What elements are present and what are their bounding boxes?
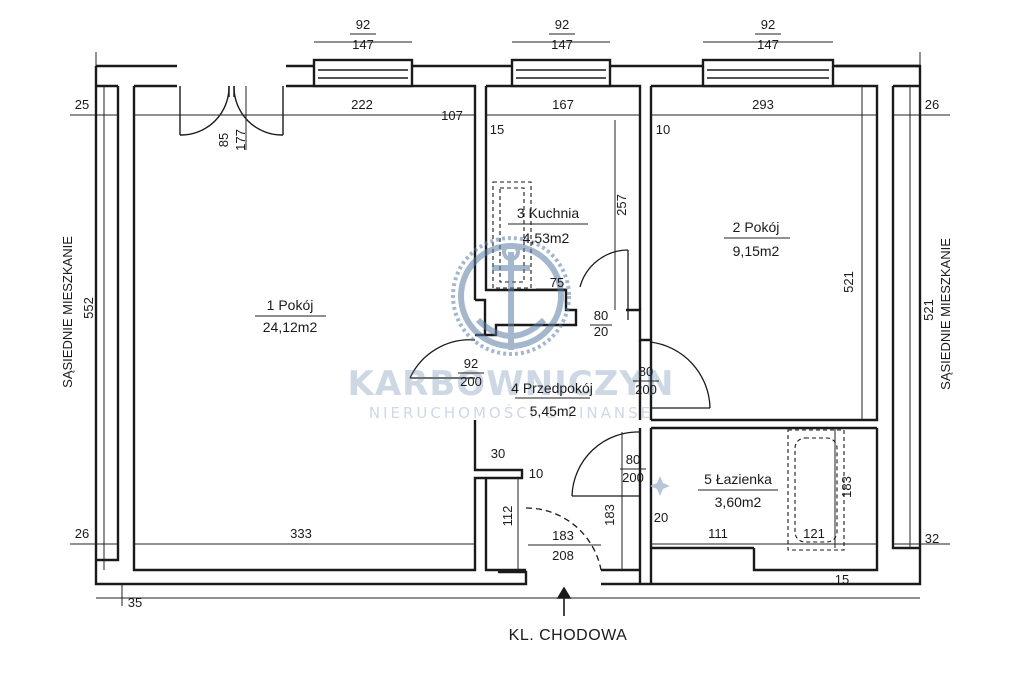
room-labels: 1 Pokój 24,12m2 2 Pokój 9,15m2 3 Kuchnia… [255,205,790,510]
dim-183-hall: 183 [602,504,617,526]
dim-333: 333 [290,526,312,541]
dim-10-mid: 10 [529,466,543,481]
dim-222: 222 [351,97,373,112]
room-5-number: 5 [704,471,712,487]
room-3-area: 4,53m2 [523,230,570,246]
dim-521-left: 521 [841,271,856,293]
room-2-area: 9,15m2 [733,243,780,259]
dim-15-top: 15 [490,122,504,137]
anchor-logo-icon [451,236,571,356]
door-bath-bottom: 200 [622,470,644,485]
door-labels: 85 177 92 200 80 200 80 20 80 200 183 20… [216,129,659,563]
watermark-subtitle: NIERUCHOMOŚCI & FINANSE [369,403,653,422]
window-3-bottom: 147 [757,37,779,52]
window-2-bottom: 147 [551,37,573,52]
room-doors [409,249,711,571]
room-5-label: 5 Łazienka 3,60m2 [698,471,778,510]
door-room2-bottom: 200 [635,382,657,397]
dim-26-bot: 26 [75,526,89,541]
dim-26-top: 26 [925,97,939,112]
dim-32: 32 [925,531,939,546]
door-entrance-top: 183 [552,528,574,543]
entrance-label: KL. CHODOWA [509,627,628,644]
dim-257: 257 [614,194,629,216]
room-3-number: 3 [517,205,525,221]
room-4-name: Przedpokój [523,380,593,396]
room-5-name: Łazienka [716,471,772,487]
dim-35: 35 [128,595,142,610]
window-labels: 92 147 92 147 92 147 [350,17,781,52]
room-1-number: 1 [267,297,275,313]
door-room1-bottom: 200 [460,374,482,389]
svg-text:2 Pokój: 2 Pokój [733,219,780,235]
window-3-top: 92 [761,17,775,32]
dim-20: 20 [654,510,668,525]
dimension-labels: 25 222 107 15 167 10 293 26 257 521 552 … [75,97,939,610]
room-4-number: 4 [511,380,519,396]
door-kitchen-bottom: 20 [594,324,608,339]
dim-167: 167 [552,97,574,112]
dim-30: 30 [491,446,505,461]
door-entrance-bottom: 208 [552,548,574,563]
balcony-door [179,85,284,136]
room-5-area: 3,60m2 [715,494,762,510]
dim-183-bath: 183 [839,476,854,498]
room-3-label: 3 Kuchnia 4,53m2 [508,205,588,246]
room-2-number: 2 [733,219,741,235]
room-4-label: 4 Przedpokój 5,45m2 [511,380,593,419]
dim-552: 552 [81,297,96,319]
dim-112: 112 [500,506,515,527]
side-label-right: SĄSIEDNIE MIESZKANIE [938,238,953,390]
door-balcony-top: 85 [216,133,231,147]
svg-text:3 Kuchnia: 3 Kuchnia [517,205,579,221]
dim-293: 293 [752,97,774,112]
dim-15-bot: 15 [835,572,849,587]
sparkle-icon [650,476,670,496]
entrance-arrow [556,586,572,616]
side-label-left: SĄSIEDNIE MIESZKANIE [60,236,75,388]
room-1-name: Pokój [278,297,313,313]
room-2-label: 2 Pokój 9,15m2 [724,219,790,259]
door-balcony-bottom: 177 [233,129,248,151]
window-1-bottom: 147 [352,37,374,52]
svg-text:1 Pokój: 1 Pokój [267,297,314,313]
room-2-name: Pokój [744,219,779,235]
room-4-area: 5,45m2 [530,403,577,419]
door-room2-top: 80 [639,364,653,379]
svg-text:5 Łazienka: 5 Łazienka [704,471,772,487]
svg-text:4 Przedpokój: 4 Przedpokój [511,380,593,396]
dim-111: 111 [708,526,728,541]
door-room1-top: 92 [464,356,478,371]
dim-521-right: 521 [921,299,936,321]
dim-75: 75 [550,275,564,290]
room-1-label: 1 Pokój 24,12m2 [255,297,326,335]
room-3-name: Kuchnia [529,205,580,221]
windows [318,69,829,79]
dim-10-top: 10 [656,122,670,137]
dim-25: 25 [75,97,89,112]
door-kitchen-top: 80 [594,308,608,323]
watermark-title: KARBOWNICZYN [348,364,675,404]
dim-107: 107 [441,108,463,123]
dimension-lines [70,41,950,606]
dim-121: 121 [803,526,825,541]
window-2-top: 92 [555,17,569,32]
window-1-top: 92 [356,17,370,32]
room-1-area: 24,12m2 [263,319,318,335]
watermark: KARBOWNICZYN NIERUCHOMOŚCI & FINANSE [348,236,675,422]
door-bath-top: 80 [626,452,640,467]
